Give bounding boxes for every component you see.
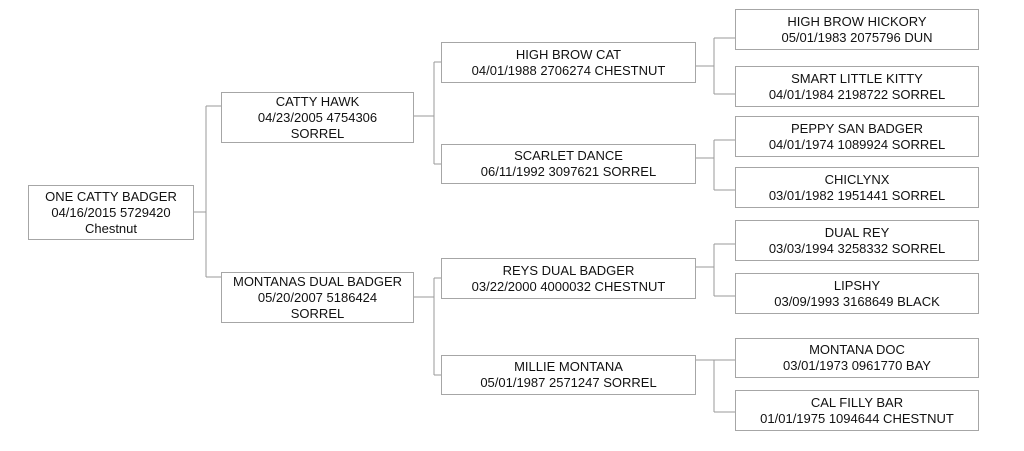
horse-name: MONTANAS DUAL BADGER [232, 273, 403, 289]
horse-details: 04/01/1988 2706274 CHESTNUT [471, 62, 666, 78]
horse-name: MONTANA DOC [809, 342, 905, 357]
horse-box-sire-dam: SCARLET DANCE 06/11/1992 3097621 SORREL [441, 144, 696, 184]
horse-color: SORREL [290, 125, 345, 141]
horse-details: 05/20/2007 5186424 [257, 289, 378, 305]
horse-box-great-grandparent-4: CHICLYNX 03/01/1982 1951441 SORREL [735, 167, 979, 208]
horse-name: MILLIE MONTANA [514, 359, 623, 374]
horse-box-great-grandparent-2: SMART LITTLE KITTY 04/01/1984 2198722 SO… [735, 66, 979, 107]
horse-details: 03/03/1994 3258332 SORREL [768, 240, 946, 256]
horse-box-sire: CATTY HAWK 04/23/2005 4754306 SORREL [221, 92, 414, 143]
horse-details: 03/01/1973 0961770 BAY [783, 358, 931, 373]
horse-box-dam: MONTANAS DUAL BADGER 05/20/2007 5186424 … [221, 272, 414, 323]
horse-name: SMART LITTLE KITTY [791, 70, 923, 86]
horse-name: ONE CATTY BADGER [45, 188, 177, 204]
horse-details: 03/01/1982 1951441 SORREL [768, 187, 946, 203]
horse-box-dam-dam: MILLIE MONTANA 05/01/1987 2571247 SORREL [441, 355, 696, 395]
horse-name: SCARLET DANCE [514, 148, 623, 163]
horse-details: 03/22/2000 4000032 CHESTNUT [471, 278, 666, 294]
horse-details: 03/09/1993 3168649 BLACK [774, 293, 940, 309]
horse-box-dam-sire: REYS DUAL BADGER 03/22/2000 4000032 CHES… [441, 258, 696, 299]
horse-name: HIGH BROW CAT [515, 46, 622, 62]
horse-details: 06/11/1992 3097621 SORREL [480, 164, 657, 179]
horse-name: PEPPY SAN BADGER [791, 120, 923, 136]
horse-color: SORREL [290, 305, 345, 321]
horse-box-great-grandparent-1: HIGH BROW HICKORY 05/01/1983 2075796 DUN [735, 9, 979, 50]
horse-name: CHICLYNX [824, 171, 890, 187]
horse-details: 04/01/1984 2198722 SORREL [768, 86, 946, 102]
horse-details: 04/16/2015 5729420 [51, 204, 171, 220]
horse-box-great-grandparent-7: MONTANA DOC 03/01/1973 0961770 BAY [735, 338, 979, 378]
horse-color: Chestnut [84, 220, 138, 236]
horse-box-great-grandparent-5: DUAL REY 03/03/1994 3258332 SORREL [735, 220, 979, 261]
horse-name: CAL FILLY BAR [810, 394, 904, 410]
horse-box-great-grandparent-6: LIPSHY 03/09/1993 3168649 BLACK [735, 273, 979, 314]
horse-name: REYS DUAL BADGER [502, 262, 635, 278]
horse-details: 05/01/1987 2571247 SORREL [480, 375, 657, 390]
horse-name: LIPSHY [833, 277, 881, 293]
horse-name: DUAL REY [824, 224, 890, 240]
horse-details: 01/01/1975 1094644 CHESTNUT [760, 410, 954, 426]
horse-name: CATTY HAWK [275, 93, 360, 109]
horse-details: 05/01/1983 2075796 DUN [781, 29, 933, 45]
horse-box-great-grandparent-8: CAL FILLY BAR 01/01/1975 1094644 CHESTNU… [735, 390, 979, 431]
horse-name: HIGH BROW HICKORY [787, 13, 927, 29]
horse-details: 04/23/2005 4754306 [257, 109, 378, 125]
horse-box-subject: ONE CATTY BADGER 04/16/2015 5729420 Ches… [28, 185, 194, 240]
horse-details: 04/01/1974 1089924 SORREL [768, 136, 946, 152]
horse-box-great-grandparent-3: PEPPY SAN BADGER 04/01/1974 1089924 SORR… [735, 116, 979, 157]
horse-box-sire-sire: HIGH BROW CAT 04/01/1988 2706274 CHESTNU… [441, 42, 696, 83]
